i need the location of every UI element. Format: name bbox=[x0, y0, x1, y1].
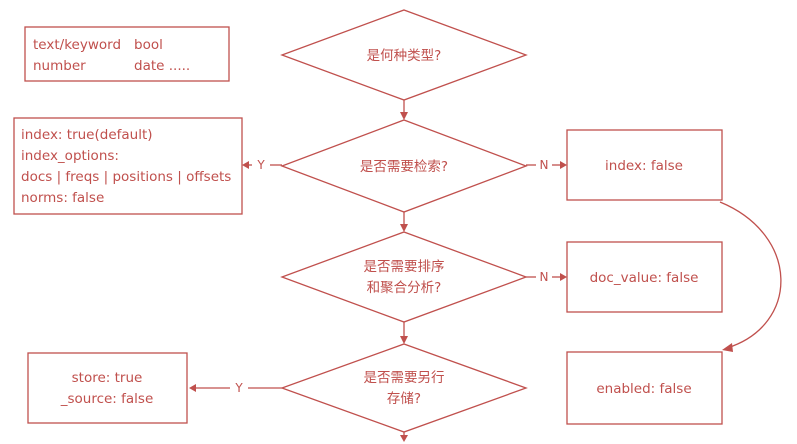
box-line: index: true(default) bbox=[21, 127, 153, 143]
box-line: enabled: false bbox=[596, 381, 691, 397]
arrowhead-d2-yes bbox=[242, 161, 249, 169]
types-item: date ..... bbox=[134, 58, 190, 74]
decision-store: 是否需要另行 存储? bbox=[280, 343, 528, 433]
arrowhead-d1-d2 bbox=[400, 112, 408, 120]
arrowhead-d4-yes bbox=[189, 384, 196, 392]
types-item: bool bbox=[134, 37, 163, 53]
arrowhead-d3-no bbox=[560, 273, 567, 281]
types-item: number bbox=[33, 58, 86, 74]
decision-text: 是否需要另行 bbox=[364, 370, 445, 386]
edge-label-d4-yes: Y bbox=[234, 381, 243, 395]
box-frame bbox=[566, 351, 723, 425]
box-line: norms: false bbox=[21, 190, 104, 206]
box-line: docs | freqs | positions | offsets bbox=[21, 169, 231, 185]
box-index-false: index: false bbox=[566, 129, 723, 201]
decision-diamond bbox=[280, 119, 528, 213]
edge-index-false-to-enabled bbox=[719, 201, 782, 349]
box-enabled-false: enabled: false bbox=[566, 351, 723, 425]
edge-label-d2-no: N bbox=[540, 158, 549, 172]
arrowhead-d4-bottom bbox=[400, 435, 408, 442]
edge-label-d3-no: N bbox=[540, 270, 549, 284]
box-line: doc_value: false bbox=[590, 270, 699, 286]
arrowhead-d3-d4 bbox=[400, 336, 408, 344]
box-frame bbox=[13, 117, 243, 215]
box-line: store: true bbox=[72, 370, 143, 386]
decision-type: 是何种类型? bbox=[280, 9, 528, 101]
decision-diamond bbox=[280, 231, 528, 323]
decision-sort-agg: 是否需要排序 和聚合分析? bbox=[280, 231, 528, 323]
types-item: text/keyword bbox=[33, 37, 121, 53]
arrowhead-d2-d3 bbox=[400, 224, 408, 232]
box-line: _source: false bbox=[60, 391, 154, 407]
connectors bbox=[189, 100, 782, 442]
box-line: index: false bbox=[605, 158, 683, 174]
box-frame bbox=[566, 241, 723, 313]
decision-text: 和聚合分析? bbox=[367, 280, 442, 296]
decision-search: 是否需要检索? bbox=[280, 119, 528, 213]
decision-text: 存储? bbox=[387, 391, 421, 407]
arrowhead-enabled bbox=[722, 343, 733, 352]
box-doc-value-false: doc_value: false bbox=[566, 241, 723, 313]
decision-diamond bbox=[280, 343, 528, 433]
box-line: index_options: bbox=[21, 148, 119, 164]
types-box-frame bbox=[24, 26, 230, 82]
decision-text: 是否需要排序 bbox=[364, 259, 445, 275]
arrowhead-d2-no bbox=[560, 161, 567, 169]
decision-text: 是否需要检索? bbox=[360, 159, 448, 175]
types-box: text/keyword number bool date ..... bbox=[24, 26, 230, 82]
box-frame bbox=[27, 352, 188, 424]
box-store-true: store: true _source: false bbox=[27, 352, 188, 424]
edge-label-d2-yes: Y bbox=[256, 158, 265, 172]
box-frame bbox=[566, 129, 723, 201]
box-index-true: index: true(default) index_options: docs… bbox=[13, 117, 243, 215]
decision-diamond bbox=[280, 9, 528, 101]
decision-text: 是何种类型? bbox=[367, 48, 442, 64]
